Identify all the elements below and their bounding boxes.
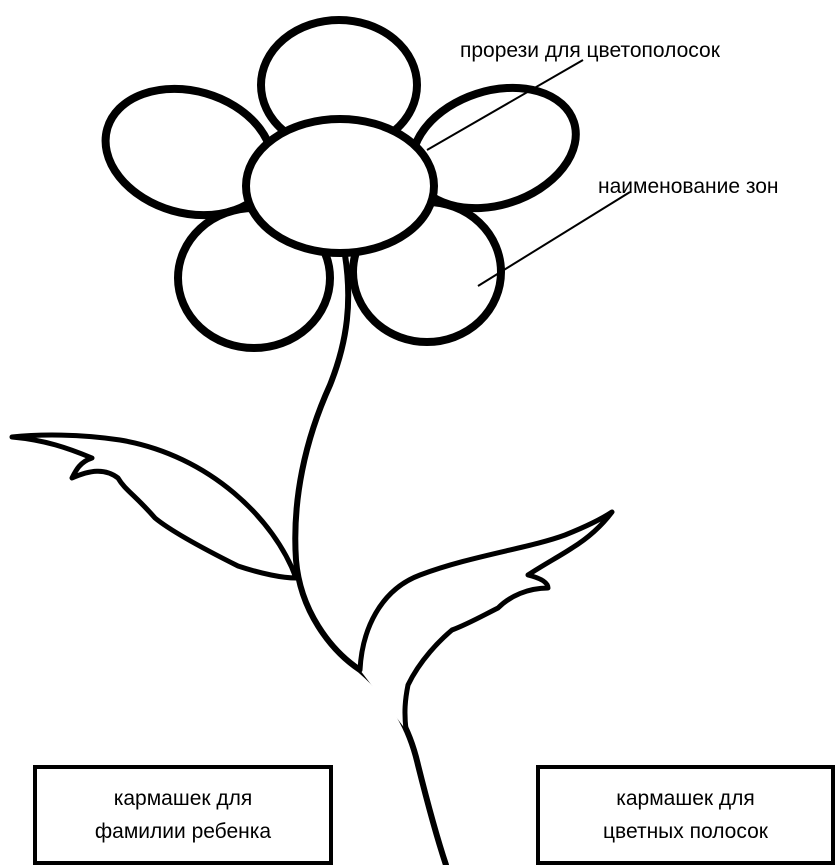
strips-pocket-line1: кармашек для (616, 782, 755, 815)
surname-pocket-box: кармашек для фамилии ребенка (33, 765, 333, 865)
flower-center (246, 119, 434, 253)
left-leaf (12, 435, 296, 578)
slits-label: прорези для цветополосок (460, 38, 720, 64)
surname-pocket-line2: фамилии ребенка (95, 815, 271, 848)
right-leaf (360, 512, 612, 730)
strips-pocket-line2: цветных полосок (603, 815, 768, 848)
surname-pocket-line1: кармашек для (114, 782, 253, 815)
strips-pocket-box: кармашек для цветных полосок (536, 765, 835, 865)
zones-label: наименование зон (598, 174, 779, 200)
